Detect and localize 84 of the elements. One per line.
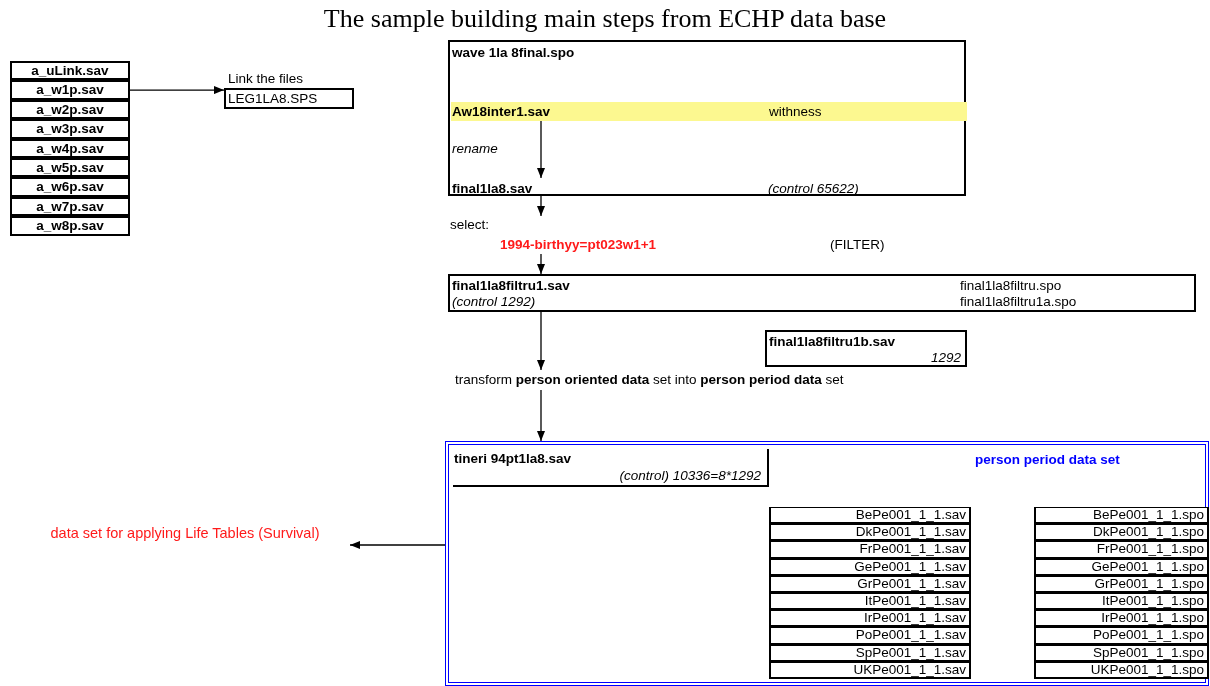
file-name: GrPe001_1_1.spo [1093,575,1205,592]
file-name: tineri 94pt1la8.sav [454,450,572,467]
file-name-cell [1034,627,1209,645]
arrow [537,311,545,371]
header-cell [453,449,769,487]
arrow [349,541,446,549]
dataset-panel [445,441,1209,686]
file-name-cell [769,524,971,542]
arrow [537,389,545,442]
filter-expression: 1994-birthyy=pt023w1+1 [500,236,657,253]
title: The sample building main steps from ECHP data base [322,4,888,34]
arrow [537,253,545,275]
file-name-cell [10,80,130,100]
file-name-cell [10,177,130,197]
file-name-cell [1034,524,1209,542]
file-name-cell [1034,541,1209,559]
file-name: a_w7p.sav [35,198,105,215]
step-note: Link the files [228,70,304,87]
file-name: ItPe001_1_1.spo [1100,593,1205,609]
file-name-cell [769,507,971,525]
file-name-cell [10,196,130,217]
file-name: a_w3p.sav [35,121,105,138]
file-name: PoPe001_1_1.spo [1091,627,1205,644]
file-name-cell [769,541,971,559]
file-name: ItPe001_1_1.sav [863,593,967,609]
file-name-cell [10,216,130,236]
file-name: GePe001_1_1.spo [1090,558,1205,575]
file-name: a_w4p.sav [35,140,105,157]
file-name: IrPe001_1_1.sav [862,610,967,627]
file-name: UKPe001_1_1.sav [852,661,967,678]
control-count: (control 65622) [768,180,859,197]
control-count: 1292 [929,349,961,366]
step-box [448,274,1196,312]
file-name-cell [10,158,130,178]
file-name: FrPe001_1_1.sav [858,541,967,558]
file-name: GrPe001_1_1.sav [856,575,967,592]
file-name: final1la8filtru1.sav [452,277,570,294]
control-count: (control) 10336=8*1292 [618,467,761,484]
file-name: a_uLink.sav [30,63,110,79]
file-name-cell [769,627,971,645]
file-name-cell [1034,610,1209,628]
file-name-cell [769,593,971,611]
step-box [448,40,966,196]
file-name: final1la8.sav [452,180,533,197]
file-name-cell [10,61,130,81]
file-name-cell [1034,593,1209,611]
step-note: withness [769,103,822,120]
file-name: final1la8filtru1b.sav [769,333,896,350]
arrow [129,86,225,95]
file-name: FrPe001_1_1.spo [1095,541,1205,558]
file-name: PoPe001_1_1.sav [854,627,967,644]
file-name: SpPe001_1_1.sav [854,644,967,661]
file-name-cell [10,99,130,120]
file-name: a_w8p.sav [35,218,105,235]
file-name-cell [769,610,971,628]
file-name: a_w6p.sav [35,179,105,196]
control-count: (control 1292) [452,293,536,310]
file-name: SpPe001_1_1.spo [1091,644,1205,661]
file-name: a_w5p.sav [35,160,105,176]
file-name: Aw18inter1.sav [452,103,551,120]
file-name-cell [1034,507,1209,525]
file-name: BePe001_1_1.sav [854,507,967,523]
file-name: UKPe001_1_1.spo [1089,661,1205,678]
file-name: DkPe001_1_1.spo [1091,524,1205,541]
file-name: IrPe001_1_1.spo [1100,610,1205,627]
arrow [537,195,545,217]
step-note: (FILTER) [830,236,885,253]
file-name-box: LEG1LA8.SPS [224,88,354,109]
highlight-band [451,102,967,121]
panel-heading: person period data set [975,451,1120,468]
output-note: data set for applying Life Tables (Survival) [49,525,321,542]
file-name: BePe001_1_1.spo [1091,507,1205,523]
file-name: GePe001_1_1.sav [853,558,967,575]
file-name: DkPe001_1_1.sav [854,524,967,541]
file-name: final1la8filtru.spo [960,277,1062,294]
file-name-cell [10,138,130,158]
step-note: transform person oriented data set into person period data set [455,371,844,388]
file-name: final1la8filtru1a.spo [960,293,1077,310]
file-name-cell [10,119,130,139]
step-box [765,330,967,367]
file-name: a_w1p.sav [35,82,105,99]
step-note: select: [450,216,490,233]
file-name: a_w2p.sav [35,101,105,118]
file-name: wave 1la 8final.spo [452,44,575,61]
